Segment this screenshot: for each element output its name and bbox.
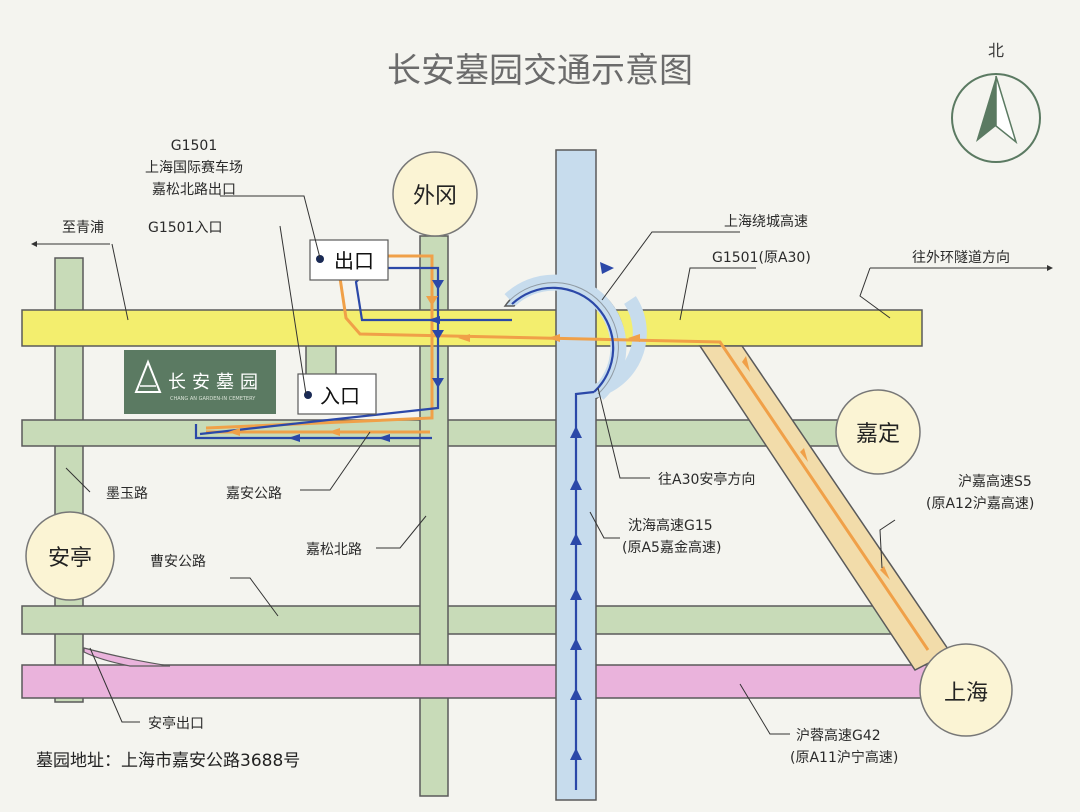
town-shanghai: 上海 [919, 643, 1013, 737]
label-caoan-road: 曹安公路 [150, 554, 206, 570]
label-jiasong-north-road: 嘉松北路 [306, 542, 362, 558]
label-hurong-1: 沪蓉高速G42 [796, 727, 881, 744]
town-anting: 安亭 [25, 511, 115, 601]
label-to-qingpu: 至青浦 [62, 220, 104, 236]
cemetery-logo-subtitle: CHANG AN GARDEN-IN CEMETERY [170, 396, 256, 402]
entrance-box: 入口 [297, 373, 377, 415]
label-jiaan-road: 嘉安公路 [226, 486, 282, 502]
caoan-road [21, 605, 899, 635]
callout-lines [31, 195, 1053, 735]
label-g1501-exit-3: 嘉松北路出口 [152, 182, 236, 198]
town-waigang: 外冈 [392, 151, 478, 237]
label-shenhai-1: 沈海高速G15 [628, 517, 713, 534]
label-g1501-a30: G1501(原A30) [712, 250, 811, 266]
route-arrows-orange [228, 296, 890, 580]
cemetery-logo-name: 长安墓园 [168, 372, 264, 393]
label-hurong-2: (原A11沪宁高速) [790, 749, 898, 766]
label-hujia-1: 沪嘉高速S5 [958, 473, 1032, 490]
label-anting-exit: 安亭出口 [148, 715, 204, 732]
town-anting-label: 安亭 [48, 546, 92, 571]
map-title: 长安墓园交通示意图 [387, 51, 693, 91]
entrance-label: 入口 [320, 384, 360, 408]
local-roads [21, 235, 899, 797]
label-to-a30-anting: 往A30安亭方向 [658, 471, 755, 488]
route-arrows [288, 262, 614, 760]
north-compass-icon: 北 [951, 41, 1041, 163]
label-g1501-exit-1: G1501 [171, 138, 217, 154]
town-waigang-label: 外冈 [413, 184, 457, 209]
label-hujia-2: (原A12沪嘉高速) [926, 495, 1034, 512]
label-g1501-entrance: G1501入口 [148, 220, 222, 236]
cemetery-logo: 长安墓园 CHANG AN GARDEN-IN CEMETERY [124, 350, 276, 414]
town-jiading: 嘉定 [835, 389, 921, 475]
jiaan-road [21, 419, 893, 447]
label-outer-ring-tunnel: 往外环隧道方向 [912, 250, 1010, 266]
label-ring-expressway: 上海绕城高速 [724, 213, 808, 230]
north-label: 北 [988, 41, 1004, 60]
town-shanghai-label: 上海 [944, 681, 988, 706]
exit-box: 出口 [309, 239, 389, 281]
cemetery-address: 墓园地址：上海市嘉安公路3688号 [36, 751, 300, 771]
hurong-expressway [21, 664, 931, 699]
exit-label: 出口 [334, 249, 374, 273]
label-g1501-exit-2: 上海国际赛车场 [145, 159, 243, 176]
callout-texts: G1501 上海国际赛车场 嘉松北路出口 G1501入口 至青浦 上海绕城高速 … [62, 138, 1034, 766]
town-jiading-label: 嘉定 [856, 422, 900, 447]
g1501-expressway [21, 309, 923, 347]
label-shenhai-2: (原A5嘉金高速) [622, 539, 721, 556]
label-moyu-road: 墨玉路 [106, 486, 148, 502]
